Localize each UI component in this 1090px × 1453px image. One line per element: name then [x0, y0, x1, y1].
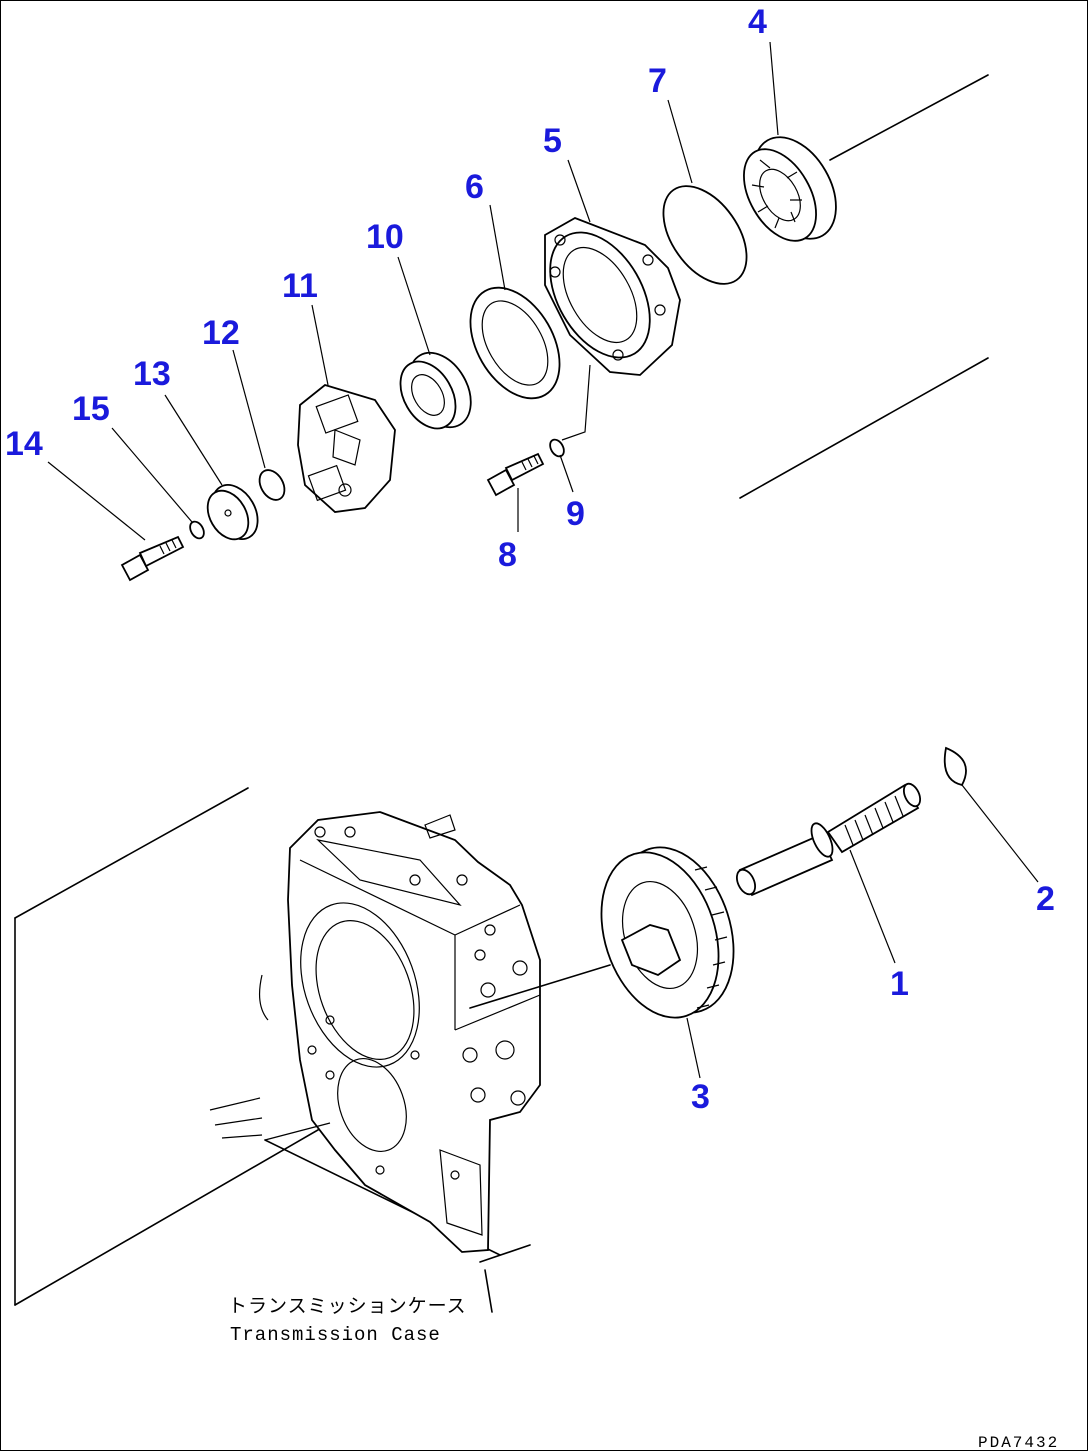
part-9-washer: [549, 438, 565, 458]
part-15-washer: [189, 520, 205, 540]
part-4-bearing: [743, 136, 837, 242]
caption-english: Transmission Case: [230, 1324, 441, 1346]
part-13-plate: [206, 484, 259, 541]
part-2-snap-ring: [943, 746, 967, 787]
callout-1: 1: [890, 965, 909, 1003]
callout-4: 4: [748, 3, 767, 41]
caption-japanese: トランスミッションケース: [228, 1296, 467, 1318]
part-11-cover: [297, 384, 396, 513]
callout-11: 11: [282, 267, 318, 305]
part-14-bolt: [120, 535, 185, 582]
part-3-gear: [600, 846, 735, 1019]
part-10-bearing: [399, 351, 472, 430]
callouts: 1 2 3 4 5 6 7 8 9 10 11 12 13 14 15: [5, 3, 1055, 1116]
transmission-case: [287, 811, 541, 1253]
part-1-shaft: [736, 782, 922, 897]
lower-leader-lines: [264, 784, 1039, 1141]
callout-15: 15: [72, 390, 110, 428]
callout-3: 3: [691, 1078, 710, 1116]
callout-14: 14: [5, 425, 43, 463]
upper-axis-lines: [739, 74, 989, 499]
part-5-cage: [544, 217, 681, 376]
part-12-o-ring: [258, 469, 286, 501]
callout-8: 8: [498, 536, 517, 574]
part-6-oil-seal: [469, 286, 561, 400]
part-8-bolt: [486, 452, 545, 497]
callout-13: 13: [133, 355, 171, 393]
drawing-code: PDA7432: [978, 1434, 1059, 1452]
callout-12: 12: [202, 314, 240, 352]
callout-9: 9: [566, 495, 585, 533]
callout-7: 7: [648, 62, 667, 100]
callout-2: 2: [1036, 880, 1055, 918]
upper-leader-lines: [47, 41, 779, 541]
callout-10: 10: [366, 218, 404, 256]
callout-5: 5: [543, 122, 562, 160]
part-7-o-ring: [662, 185, 748, 285]
callout-6: 6: [465, 168, 484, 206]
